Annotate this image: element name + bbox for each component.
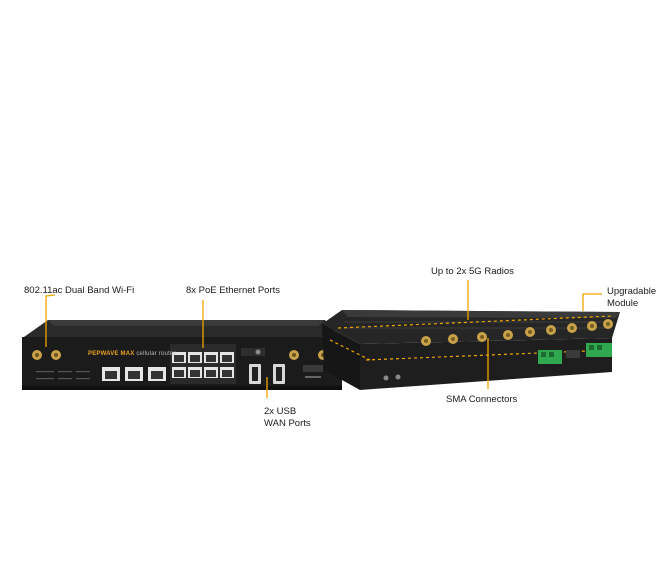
poe-port-block xyxy=(170,344,236,384)
brand-label: PEPWAVE MAX cellular router xyxy=(88,351,176,357)
usb-ports xyxy=(249,364,285,384)
sma-connectors xyxy=(421,319,613,346)
usb-label-line2: WAN Ports xyxy=(264,418,311,429)
wifi-label: 802.11ac Dual Band Wi-Fi xyxy=(24,285,135,296)
module-label-line1: Upgradable xyxy=(607,286,657,297)
radios-label: Up to 2x 5G Radios xyxy=(431,266,514,277)
rear-router xyxy=(322,310,620,390)
brand-tagline: cellular router xyxy=(136,351,176,357)
module-label-line2: Module xyxy=(607,298,639,309)
front-router xyxy=(22,320,342,390)
router-side-face xyxy=(360,338,612,390)
callout-lines xyxy=(45,280,602,398)
wan-ethernet-ports xyxy=(102,367,166,381)
brand-name: PEPWAVE xyxy=(88,351,119,357)
module-callout-line xyxy=(582,293,602,311)
poe-label: 8x PoE Ethernet Ports xyxy=(186,285,280,296)
terminal-blocks xyxy=(538,343,612,364)
wifi-callout-line xyxy=(45,294,56,347)
brand-model: MAX xyxy=(120,351,135,357)
usb-label-line1: 2x USB xyxy=(264,406,297,417)
sma-label: SMA Connectors xyxy=(446,394,518,405)
